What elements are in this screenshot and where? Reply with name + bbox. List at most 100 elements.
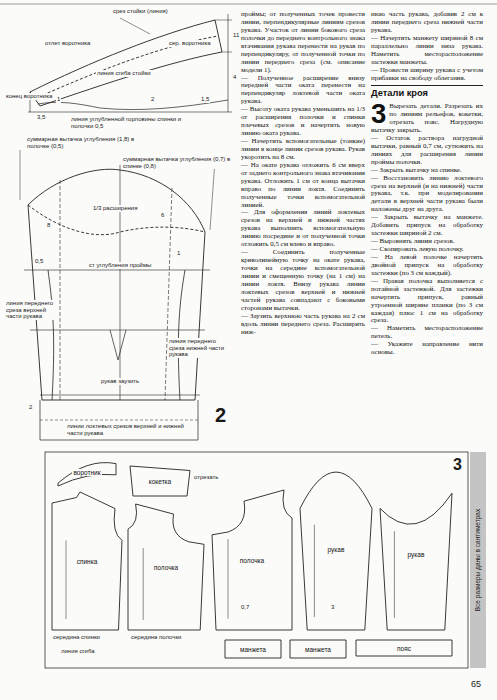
dimension-label: 0,5 — [34, 258, 44, 265]
collar-draft — [28, 14, 232, 112]
collar-draft — [228, 14, 229, 112]
piece-name: манжета — [239, 646, 267, 653]
figure-number: 3 — [452, 456, 463, 474]
grain-line — [66, 540, 67, 619]
piece-name: воротник — [72, 469, 101, 476]
dimension-label: 11 — [232, 32, 240, 39]
dimension-label: середина полочки — [130, 634, 182, 641]
collar-draft — [30, 20, 222, 106]
dimension-label: 1 — [56, 96, 61, 103]
dimension-label: суммарная вытачка углубления (0,7) в спи… — [122, 156, 232, 169]
piece-outline — [128, 504, 204, 630]
body-text: — Провести ширину рукава с учетом прибав… — [371, 66, 483, 82]
body-text: нюю часть рукава, добавив 2 см к линии п… — [371, 10, 483, 34]
body-text: — Для оформления линий локтевых срезов н… — [241, 208, 365, 248]
note-band — [470, 452, 486, 668]
body-text: — Скопировать левую полочку. — [371, 245, 483, 253]
sleeve-draft — [110, 330, 126, 360]
sleeve-draft — [48, 270, 54, 400]
piece-name: пояс — [396, 645, 412, 652]
body-text: — На окате рукава отложить 6 см вверх от… — [241, 161, 365, 209]
grain-line — [314, 525, 315, 617]
body-text: — Высоту оката рукава уменьшить на 1/3 о… — [241, 105, 365, 137]
dimension-label: линия сгиба стойки — [96, 70, 152, 77]
grain-line — [228, 539, 229, 619]
sleeve-draft — [60, 180, 61, 400]
upper-sleeve-piece: рукав — [300, 468, 372, 630]
sleeve-draft — [20, 150, 215, 440]
sleeve-draft — [40, 420, 198, 421]
collar-draft — [120, 18, 150, 34]
body-text: — Наметить месторасположение петель. — [371, 324, 483, 340]
piece-name: спинка — [76, 558, 99, 565]
dimension-label: 4 — [232, 74, 237, 81]
back-piece: спинка — [52, 492, 122, 630]
piece-outline — [225, 640, 281, 658]
front-piece: полочка — [212, 490, 292, 630]
piece-name: манжета — [304, 646, 332, 653]
piece-name: полочка — [153, 564, 179, 571]
grain-line — [143, 548, 144, 620]
dimension-label: отлет воротника — [44, 40, 91, 47]
piece-name: кокетка — [148, 478, 172, 485]
dimension-label: сер. воротника — [168, 40, 212, 47]
dimension-label: 1 — [176, 250, 181, 257]
body-text: — Выровнять линии срезов. — [371, 237, 483, 245]
dimension-label: 0,7 — [240, 604, 250, 611]
dimension-label: срез стойки (линия) — [112, 8, 169, 15]
grain-line — [394, 531, 395, 618]
dimension-label: 1/3 расширения — [92, 205, 138, 212]
collar-draft — [222, 52, 232, 53]
page-rule — [0, 4, 497, 5]
front-piece: полочка — [128, 504, 204, 630]
piece-outline — [356, 640, 452, 656]
dimension-label: линия углубленной горловины спинки и пол… — [70, 116, 192, 129]
collar-piece: воротник — [58, 458, 116, 486]
piece-name: полочка — [239, 557, 265, 564]
piece-outline — [212, 490, 292, 630]
body-text: — Восстановить линию локтевого среза на … — [371, 174, 483, 214]
dimension-label: рукав заузить — [100, 378, 140, 385]
body-text: — Укажите направление нити основы. — [371, 340, 483, 356]
collar-draft — [28, 112, 232, 113]
section-heading: Детали кроя — [371, 85, 483, 99]
sleeve-draft — [120, 165, 121, 400]
under-sleeve-piece: рукав — [380, 478, 452, 630]
sleeve-draft — [40, 400, 198, 440]
dimension-label: ст углубления проймы — [88, 262, 152, 269]
piece-name: рукав — [327, 546, 346, 553]
body-text: Вырезать детали. Разрезать их по линиям … — [371, 102, 483, 134]
layout-frame — [45, 452, 468, 668]
piece-name: рукав — [407, 551, 426, 558]
cuff-piece: манжета — [225, 640, 281, 658]
sleeve-draft — [28, 169, 205, 400]
sleeve-draft — [165, 188, 172, 400]
text-column: нюю часть рукава, добавив 2 см к линии п… — [371, 10, 483, 446]
dimension-label: 3 — [330, 604, 335, 611]
dimension-label: 6 — [160, 212, 165, 219]
text-column: проймы; от полученных точек провести лин… — [241, 10, 365, 446]
sleeve-draft — [178, 270, 185, 400]
dimension-label: линия сгиба — [60, 648, 96, 655]
figure-number: 2 — [214, 404, 227, 426]
dimension-label: отрезать — [193, 474, 219, 481]
dimension-label: 1,5 — [200, 96, 210, 103]
body-text: — Полученное расширение внизу передней ч… — [241, 74, 365, 106]
body-text: — Закрыть вытачку на спинке. — [371, 166, 483, 174]
dimension-label: 2 — [28, 404, 33, 411]
dimension-label: 2 — [150, 96, 155, 103]
body-text: — Заузить верхнюю часть рукава на 2 см в… — [241, 312, 365, 336]
dimension-label: линии локтевых срезов верхней и нижней ч… — [66, 423, 188, 436]
piece-outline — [290, 640, 346, 658]
body-text: — Соединить полученные криволинейную точ… — [241, 248, 365, 312]
collar-draft — [215, 20, 232, 21]
piece-outline — [380, 493, 452, 630]
collar-draft — [34, 36, 218, 99]
margin-note: Все размеры даны в сантиметрах — [474, 508, 481, 612]
sleeve-draft — [210, 160, 215, 230]
sleeve-draft — [40, 395, 200, 396]
body-text: проймы; от полученных точек провести лин… — [241, 10, 365, 74]
yoke-piece: кокетка — [130, 466, 190, 496]
piece-outline — [58, 463, 116, 486]
